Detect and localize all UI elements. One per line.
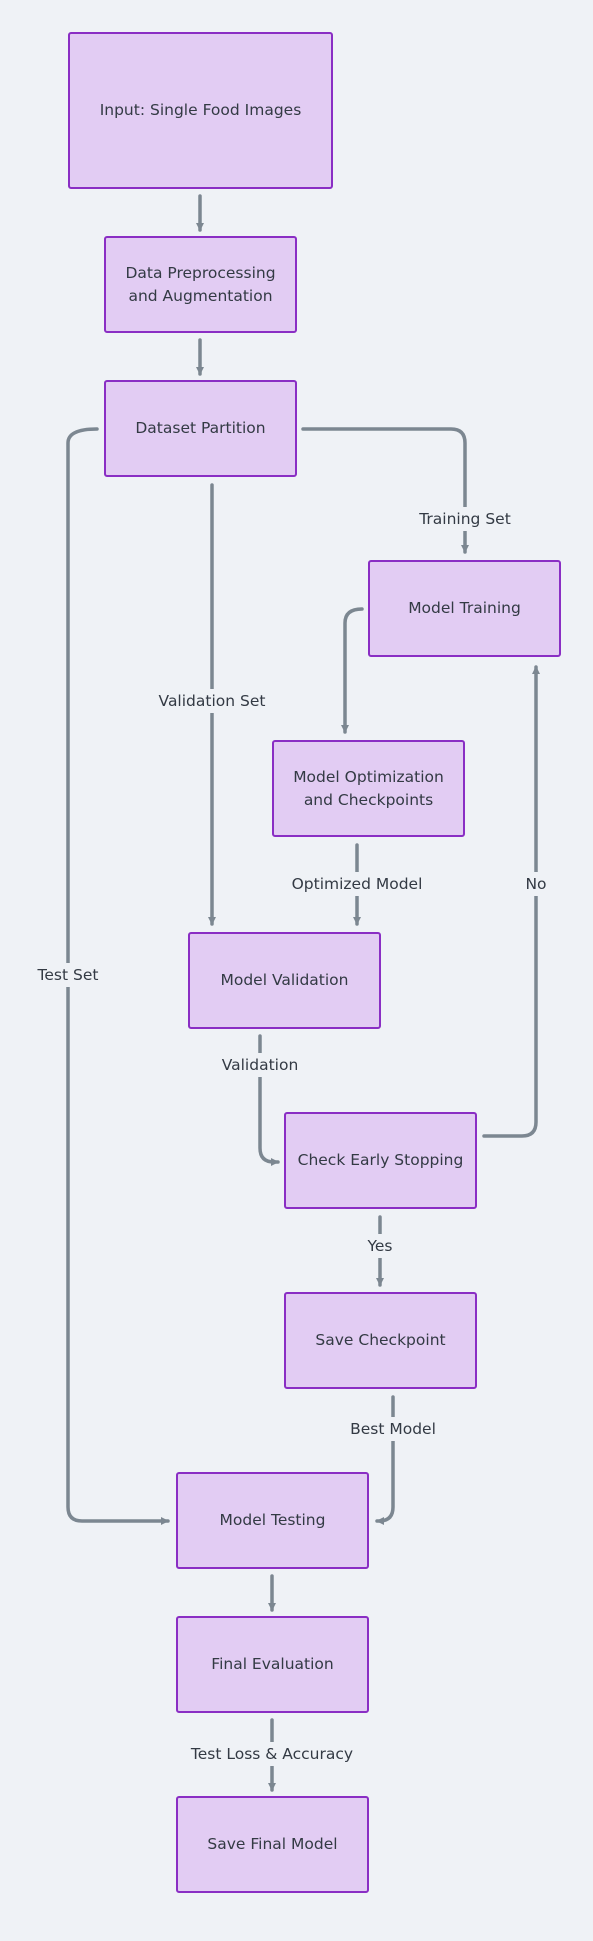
edge-save-checkpoint-to-testing <box>375 1395 395 1525</box>
edge-early-stopping-to-training <box>482 665 540 1138</box>
node-validation: Model Validation <box>188 932 381 1029</box>
node-input: Input: Single Food Images <box>68 32 333 189</box>
label-test-set: Test Set <box>35 963 101 987</box>
node-save-checkpoint: Save Checkpoint <box>284 1292 477 1389</box>
label-training-set: Training Set <box>417 507 513 531</box>
node-final-eval: Final Evaluation <box>176 1616 369 1713</box>
label-no: No <box>523 872 549 896</box>
edge-training-to-optimization <box>341 607 364 734</box>
node-save-final: Save Final Model <box>176 1796 369 1893</box>
edge-partition-to-testing <box>66 427 170 1525</box>
label-validation-set: Validation Set <box>156 689 268 713</box>
label-best-model: Best Model <box>348 1417 438 1441</box>
node-preprocess: Data Preprocessing and Augmentation <box>104 236 297 333</box>
edge-validation-to-early-stopping <box>258 1034 280 1166</box>
node-early-stopping: Check Early Stopping <box>284 1112 477 1209</box>
node-optimization: Model Optimization and Checkpoints <box>272 740 465 837</box>
node-testing: Model Testing <box>176 1472 369 1569</box>
node-partition: Dataset Partition <box>104 380 297 477</box>
label-validation: Validation <box>219 1053 301 1077</box>
label-test-loss-accuracy: Test Loss & Accuracy <box>188 1742 356 1766</box>
node-training: Model Training <box>368 560 561 657</box>
label-optimized-model: Optimized Model <box>289 872 425 896</box>
edge-partition-to-training <box>301 427 469 554</box>
label-yes: Yes <box>365 1234 395 1258</box>
